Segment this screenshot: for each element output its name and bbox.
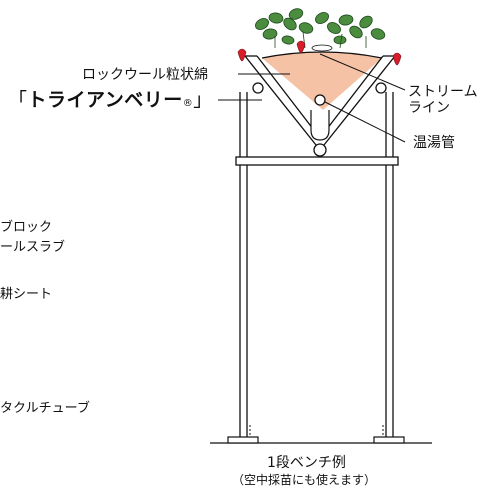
bottom-pipe [313, 143, 327, 157]
product-name: トライアンベリー [27, 89, 183, 111]
leader-lines [218, 53, 406, 143]
caption-sub: （空中採苗にも使えます） [232, 473, 377, 487]
label-sheet: 耕シート [0, 287, 53, 302]
label-slab: ールスラブ [0, 240, 66, 255]
label-block: ブロック [0, 220, 53, 235]
side-pipe-right [375, 82, 387, 94]
base-plate-right [373, 436, 405, 444]
growing-medium [262, 58, 382, 110]
bracket-open: 「 [8, 89, 28, 111]
base-plate-left [227, 436, 259, 444]
label-hot-water-pipe: 温湯管 [413, 135, 455, 151]
strawberry-plants [255, 8, 386, 52]
hot-water-pipe [314, 94, 326, 106]
side-pipe-left [252, 82, 264, 94]
strawberries [237, 40, 402, 66]
cross-bar [235, 156, 399, 166]
label-product-name: 「トライアンベリー®」 [8, 91, 213, 110]
label-streamline: ストリーム ライン [408, 84, 478, 117]
leg-right [385, 92, 394, 437]
label-rockwool: ロックウール粒状綿 [82, 67, 208, 83]
leg-bolts [249, 425, 384, 437]
leg-left [239, 92, 248, 437]
label-tube: タクルチューブ [0, 401, 90, 416]
streamline-slot [310, 110, 330, 141]
bracket-close: 」 [193, 89, 213, 111]
registered-mark: ® [182, 98, 194, 109]
caption-main: 1段ベンチ例 [267, 455, 346, 471]
